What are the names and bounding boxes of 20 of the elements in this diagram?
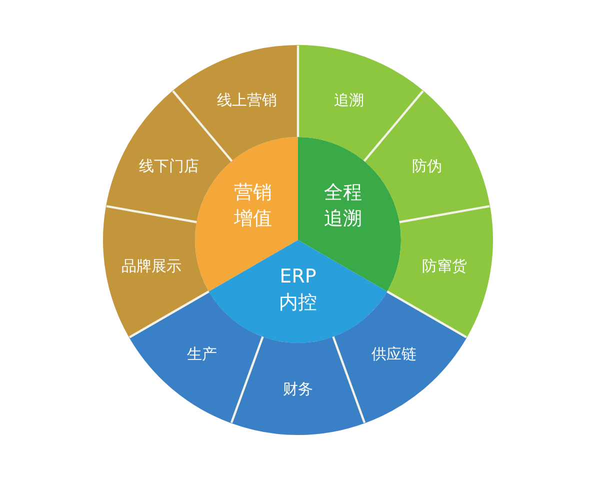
sector-label: 全程追溯 [323, 180, 363, 231]
segment-label: 防窜货 [422, 256, 468, 275]
ring-segment [387, 206, 493, 338]
sector-label: 营销增值 [233, 180, 273, 231]
ring-segment [105, 90, 232, 223]
segment-label: 线上营销 [217, 90, 278, 109]
segment-label: 防伪 [412, 156, 442, 174]
segment-label: 供应链 [371, 345, 416, 364]
ring-segment [231, 336, 365, 435]
segment-label: 生产 [187, 345, 218, 364]
ring-segment [364, 90, 491, 223]
sector-label: ERP内控 [278, 264, 318, 315]
ring-segment [129, 291, 263, 424]
ring-segment [103, 206, 209, 338]
ring-segment [333, 291, 467, 424]
segment-label: 追溯 [334, 90, 364, 109]
segment-label: 线下门店 [138, 156, 199, 174]
pie-sector [208, 240, 388, 343]
segment-label: 品牌展示 [121, 256, 182, 275]
segment-label: 财务 [283, 380, 313, 398]
